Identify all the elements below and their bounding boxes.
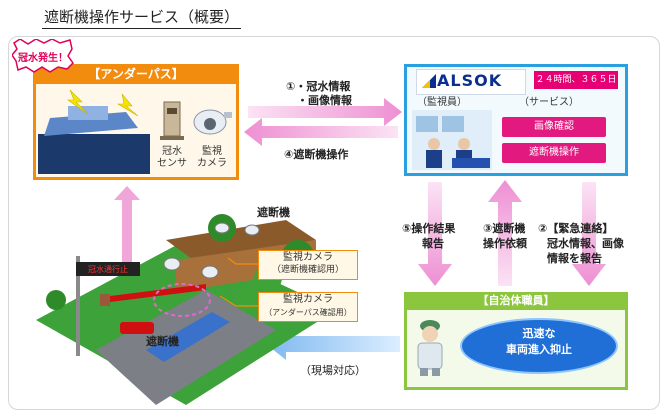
flooded-car-illustration (38, 89, 150, 174)
alsok-logo-text: ALSOK (437, 71, 503, 90)
label-result-2: 報告 (422, 237, 444, 250)
flood-alert-text: 冠水発生！ (18, 53, 68, 64)
camera-callout-barrier-line1: 監視カメラ (283, 252, 333, 263)
staff-label: （監視員） (417, 97, 467, 108)
arrow-request (488, 180, 522, 286)
label-urgent-1: ②【緊急連絡】 (538, 222, 614, 235)
barrier-bottom-label: 遮断機 (146, 335, 179, 348)
camera-callout-barrier-line2: （遮断機確認用） (271, 265, 344, 275)
sensor-label-1: 冠水 (162, 146, 182, 157)
flood-alert-badge (12, 39, 74, 73)
action-ellipse (460, 318, 618, 374)
label-field: （現場対応） (300, 364, 366, 377)
hours-badge: ２４時間、３６５日 (534, 71, 618, 89)
label-info-1: ①・冠水情報 (286, 80, 351, 93)
camera-callout-underpass-line1: 監視カメラ (283, 294, 333, 305)
arrow-urgent (572, 182, 606, 286)
barrier-top-label: 遮断機 (257, 206, 290, 219)
action-text: 迅速な 車両進入抑止 (460, 326, 618, 358)
underpass-heading: 【アンダーパス】 (33, 64, 239, 84)
flood-sensor-icon (160, 101, 184, 140)
arrow-scene-up (114, 186, 140, 262)
camera-label-1: 監視 (202, 146, 222, 157)
alsok-mark-icon (422, 74, 436, 88)
arrow-result (418, 182, 452, 286)
monitoring-staff-illustration (412, 110, 492, 170)
label-result-1: ⑤操作結果 (402, 222, 456, 235)
label-request-2: 操作依頼 (483, 237, 527, 250)
label-operate: ④遮断機操作 (284, 148, 349, 161)
road-sign-text: 冠水通行止 (88, 265, 128, 274)
label-urgent-2: 冠水情報、画像 (547, 237, 624, 250)
image-check-button: 画像確認 (502, 117, 606, 137)
government-heading: 【自治体職員】 (404, 292, 628, 310)
page-title: 遮断機操作サービス（概要） (42, 6, 242, 29)
camera-label-2: カメラ (197, 158, 227, 169)
arrow-info (248, 98, 402, 126)
label-info-2: ・画像情報 (297, 94, 352, 107)
arrow-field (266, 328, 400, 360)
arrow-operate (244, 118, 398, 146)
camera-icon (193, 109, 232, 135)
underpass-scene-illustration (36, 214, 336, 405)
service-label: （サービス） (519, 97, 579, 108)
camera-callout-underpass: 監視カメラ （アンダーパス確認用） (258, 292, 358, 322)
sensor-label-2: センサ (157, 158, 187, 169)
action-line-2: 車両進入抑止 (506, 343, 572, 356)
camera-callout-barrier: 監視カメラ （遮断機確認用） (258, 250, 358, 280)
label-request-1: ③遮断機 (483, 222, 526, 235)
official-person-icon (417, 320, 443, 376)
barrier-operate-button: 遮断機操作 (502, 143, 606, 163)
camera-callout-underpass-line2: （アンダーパス確認用） (264, 308, 352, 317)
label-urgent-3: 情報を報告 (547, 252, 602, 265)
action-line-1: 迅速な (522, 327, 556, 340)
